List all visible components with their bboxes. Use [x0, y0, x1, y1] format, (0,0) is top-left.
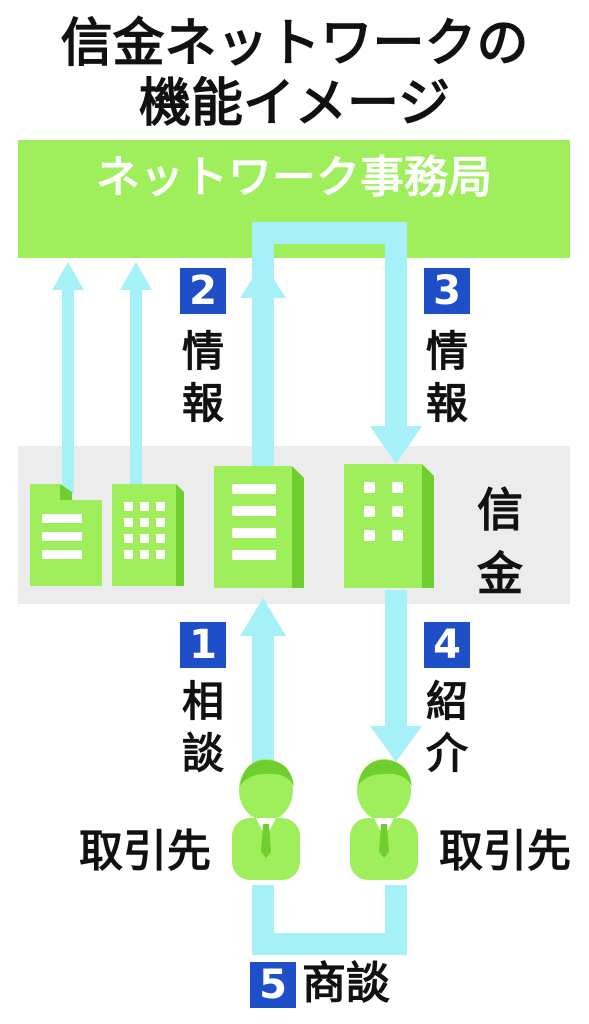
arrow-consult [240, 598, 286, 770]
client-label-2: 取引先 [439, 826, 571, 877]
step-badge-5: 5 [250, 962, 296, 1008]
shinkin-label: 信 金 [470, 478, 530, 606]
step-badge-3: 3 [424, 268, 470, 314]
building-icon-3 [214, 466, 304, 588]
building-icon-2 [112, 484, 184, 586]
step-3-label-line2: 報 [425, 379, 468, 428]
building-icon-1 [30, 484, 102, 586]
shinkin-label-line1: 信 [477, 483, 523, 537]
arrow-up-building-2 [120, 262, 152, 494]
step-4-label-line1: 紹 [425, 677, 468, 726]
step-4-label-line2: 介 [425, 729, 468, 778]
step-badge-4: 4 [424, 622, 470, 668]
shinkin-label-line2: 金 [477, 547, 523, 601]
step-5-label: 商談 [302, 958, 390, 1009]
step-3-label-line1: 情 [425, 327, 468, 376]
info-loop-path [240, 222, 422, 468]
step-1-label-line2: 談 [181, 729, 224, 778]
step-1-label-line1: 相 [181, 677, 224, 726]
title-line-1: 信金ネットワークの [60, 14, 529, 74]
arrow-introduce [370, 590, 422, 762]
negotiation-connector [252, 885, 407, 955]
person-icon-2 [350, 759, 418, 880]
step-2-label-line1: 情 [181, 327, 224, 376]
person-icon-1 [232, 759, 300, 880]
building-icon-4 [344, 464, 434, 588]
step-badge-2: 2 [180, 268, 226, 314]
arrow-up-building-1 [52, 262, 84, 494]
step-2-label-line2: 報 [181, 379, 224, 428]
hq-label: ネットワーク事務局 [96, 152, 492, 203]
title-line-2: 機能イメージ [139, 74, 450, 134]
client-label-1: 取引先 [79, 826, 211, 877]
step-badge-1: 1 [180, 622, 226, 668]
